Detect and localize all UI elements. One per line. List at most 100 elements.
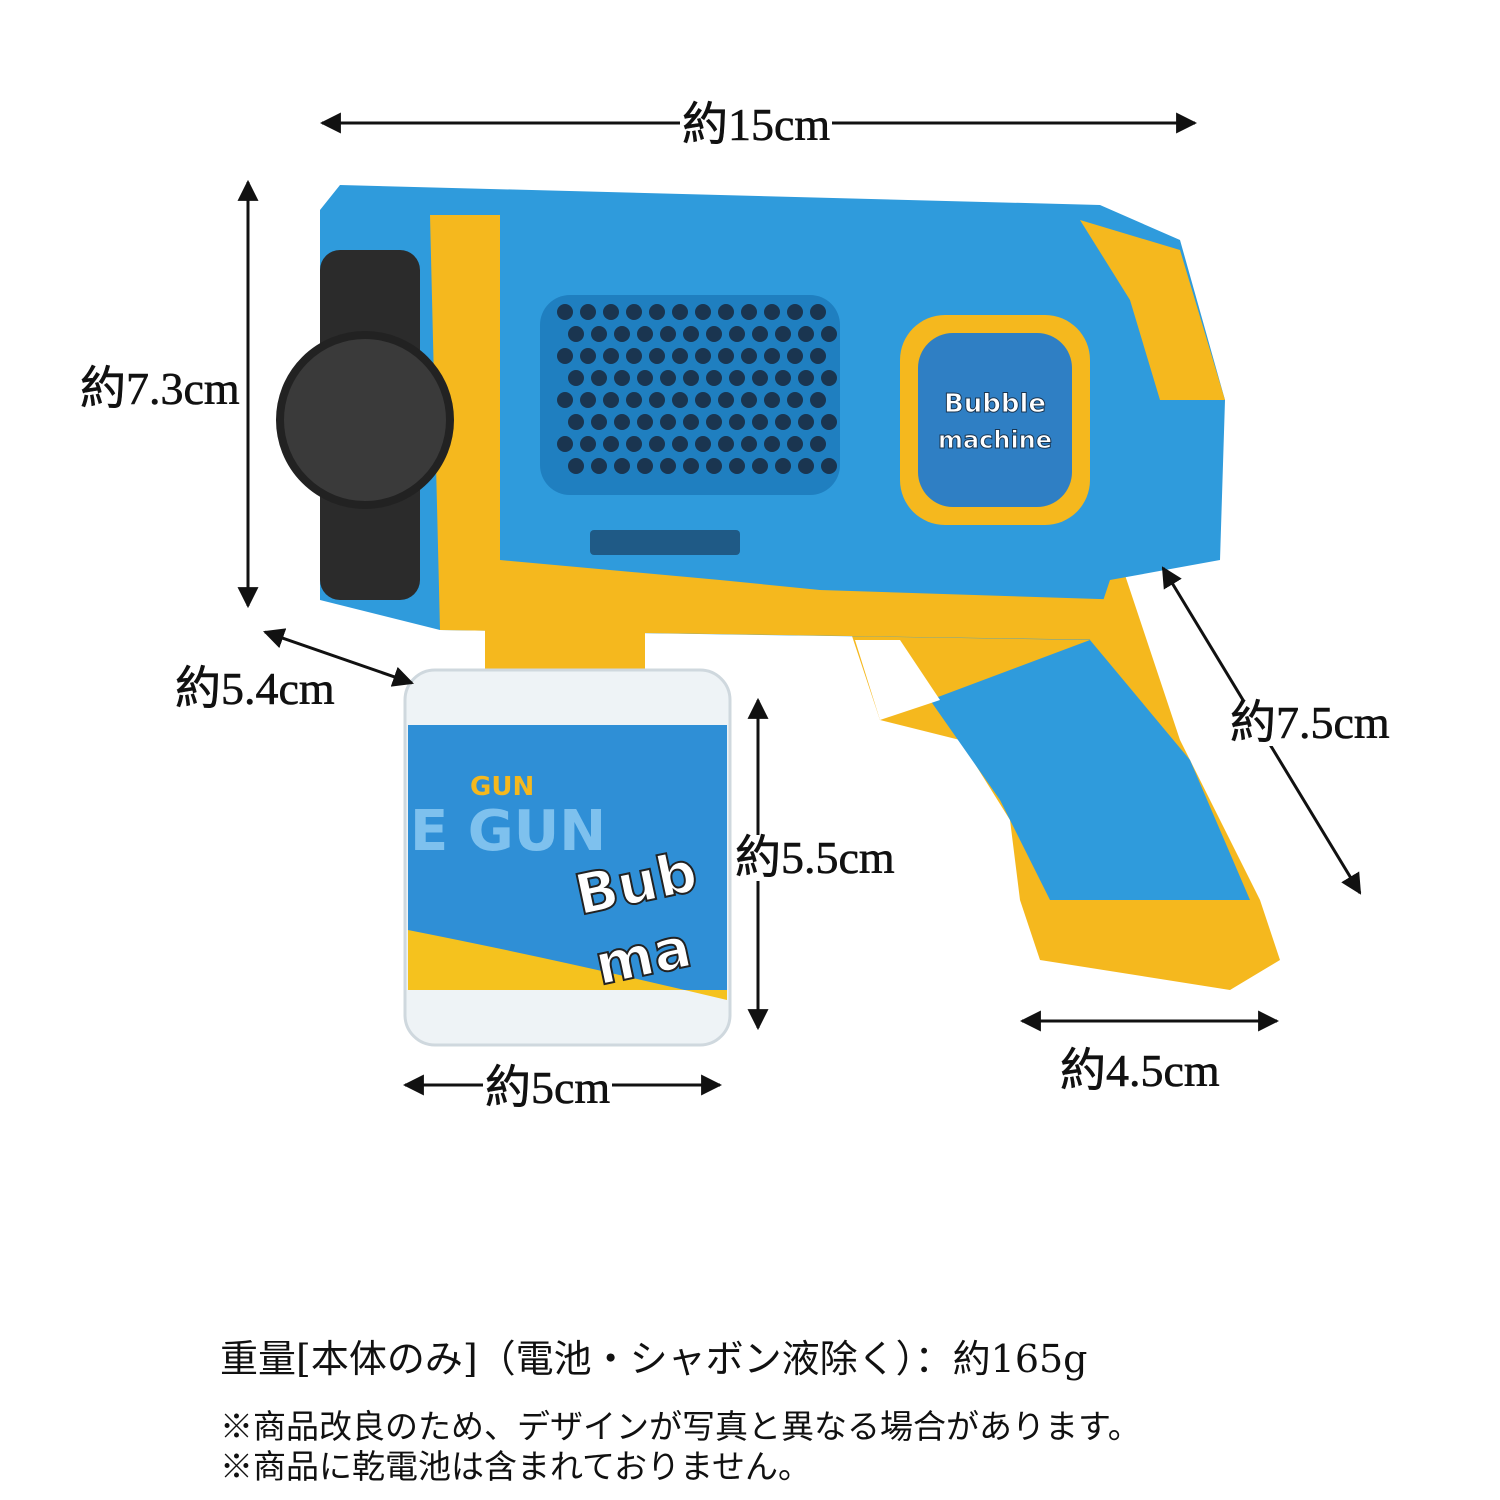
weight-note: 重量[本体のみ]（電池・シャボン液除く）：約165g [220, 1337, 1088, 1381]
grille-hole [718, 304, 734, 320]
dimension-bottle-height-label: 約5.5cm [733, 832, 897, 883]
grille-hole [568, 326, 584, 342]
grille-hole [810, 436, 826, 452]
grille-hole [626, 436, 642, 452]
grille-hole [821, 414, 837, 430]
grille-hole [695, 348, 711, 364]
grille-hole [729, 414, 745, 430]
grille-hole [626, 348, 642, 364]
grille-hole [729, 326, 745, 342]
grille-hole [591, 370, 607, 386]
grille-hole [672, 392, 688, 408]
grille-hole [614, 370, 630, 386]
bottle-label-top: GUN [470, 772, 534, 802]
grille-hole [695, 304, 711, 320]
dimension-width-label: 約15cm [680, 99, 833, 150]
dimension-depth-label: 約5.4cm [175, 663, 335, 714]
grille-hole [752, 458, 768, 474]
badge-text-line2: machine [938, 426, 1052, 454]
grille-hole [603, 348, 619, 364]
grille-hole [557, 304, 573, 320]
grille-hole [787, 348, 803, 364]
grille-hole [706, 370, 722, 386]
grille-hole [568, 458, 584, 474]
grille-hole [557, 348, 573, 364]
grille-hole [718, 392, 734, 408]
grille-hole [729, 458, 745, 474]
grille-hole [683, 414, 699, 430]
grille-hole [741, 436, 757, 452]
battery-notice: ※商品に乾電池は含まれておりません。 [220, 1447, 812, 1486]
grille-hole [752, 370, 768, 386]
grille-hole [729, 370, 745, 386]
dimension-grip-length-label: 約7.5cm [1228, 697, 1392, 748]
grille-hole [649, 348, 665, 364]
grille-hole [660, 414, 676, 430]
grille-hole [810, 392, 826, 408]
grille-hole [568, 414, 584, 430]
grille-hole [637, 414, 653, 430]
grille-hole [683, 458, 699, 474]
grille-hole [718, 348, 734, 364]
grille-hole [649, 304, 665, 320]
grille-hole [741, 348, 757, 364]
bottle-label-middle: E GUN [410, 799, 606, 864]
grille-hole [614, 414, 630, 430]
grille-hole [637, 458, 653, 474]
grille-hole [660, 326, 676, 342]
design-notice: ※商品改良のため、デザインが写真と異なる場合があります。 [220, 1407, 1141, 1446]
grille-hole [810, 348, 826, 364]
grille-hole [764, 436, 780, 452]
grille-hole [557, 436, 573, 452]
badge-text-line1: Bubble [944, 389, 1046, 419]
grille-hole [626, 392, 642, 408]
grille-hole [787, 304, 803, 320]
grille-hole [591, 458, 607, 474]
grille-hole [775, 458, 791, 474]
grille-hole [821, 326, 837, 342]
grille-hole [787, 392, 803, 408]
grille-hole [798, 414, 814, 430]
dimension-bottle-width-label: 約5cm [483, 1062, 613, 1113]
grille-hole [591, 326, 607, 342]
grille-hole [603, 304, 619, 320]
grille-hole [706, 326, 722, 342]
grille-hole [764, 348, 780, 364]
grille-hole [752, 414, 768, 430]
grille-hole [787, 436, 803, 452]
grille-hole [810, 304, 826, 320]
grille-hole [580, 392, 596, 408]
grille-hole [660, 458, 676, 474]
grille-hole [614, 326, 630, 342]
grille-hole [798, 458, 814, 474]
grille-hole [603, 392, 619, 408]
grille-hole [741, 304, 757, 320]
grille-hole [695, 436, 711, 452]
bubble-solution-bottle: GUN E GUN Bub ma [403, 630, 732, 1047]
grille-hole [775, 414, 791, 430]
grille-hole [706, 458, 722, 474]
grille-hole [741, 392, 757, 408]
grille-hole [649, 436, 665, 452]
grille-hole [775, 326, 791, 342]
grille-hole [672, 436, 688, 452]
grille-hole [580, 348, 596, 364]
grille-hole [672, 348, 688, 364]
grille-hole [637, 326, 653, 342]
grille-hole [603, 436, 619, 452]
grille-hole [821, 370, 837, 386]
grille-hole [764, 392, 780, 408]
grille-hole [580, 436, 596, 452]
grille-hole [752, 326, 768, 342]
speaker-grille [557, 304, 837, 474]
gun-body: Bubble machine [276, 185, 1225, 640]
grille-hole [775, 370, 791, 386]
grille-hole [649, 392, 665, 408]
grille-hole [626, 304, 642, 320]
grille-hole [580, 304, 596, 320]
grille-hole [798, 370, 814, 386]
grille-hole [798, 326, 814, 342]
grille-hole [695, 392, 711, 408]
grille-hole [683, 370, 699, 386]
